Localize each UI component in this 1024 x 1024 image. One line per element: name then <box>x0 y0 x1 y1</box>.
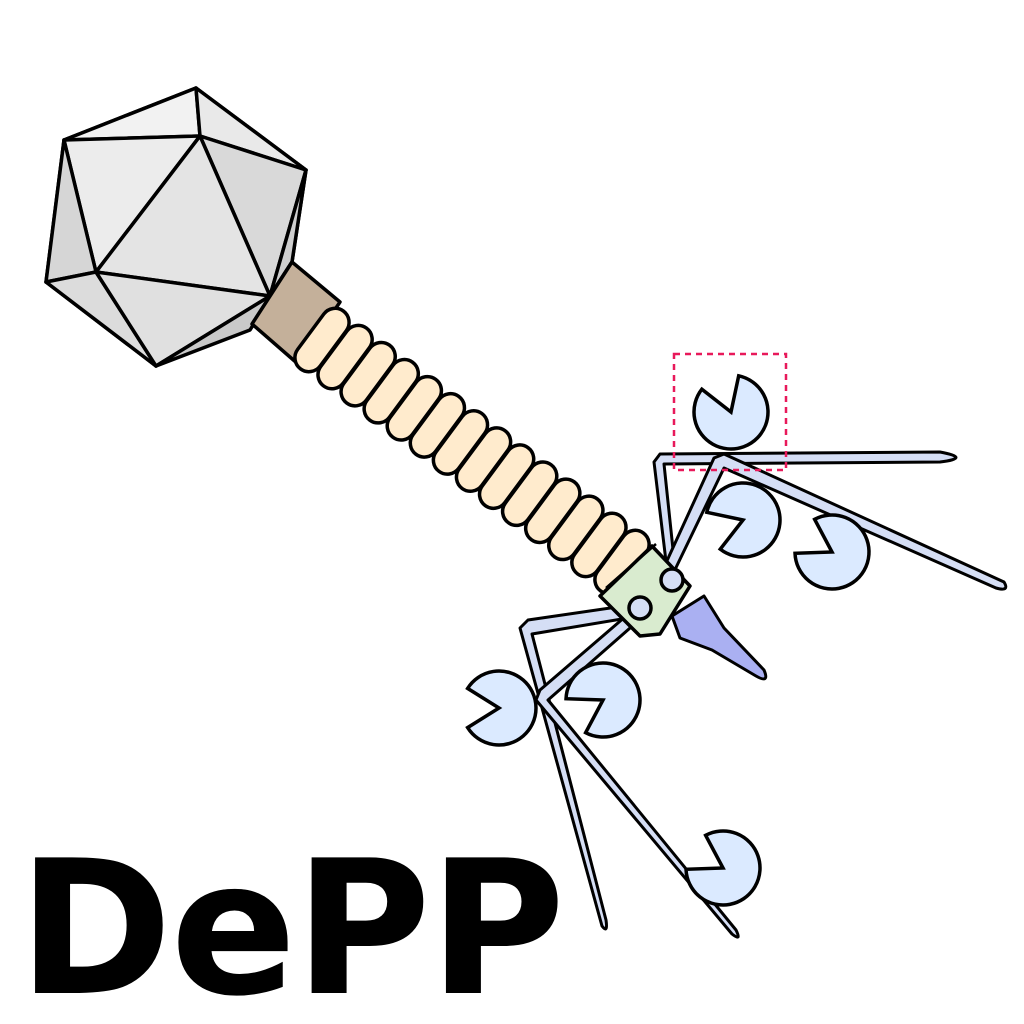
tail-fibers <box>518 450 1008 939</box>
depolymerase-domain <box>692 373 770 451</box>
depolymerase-domain <box>684 829 762 907</box>
collar <box>250 260 342 366</box>
baseplate-joint-lower <box>627 595 653 621</box>
tail-fiber-upper-a <box>652 450 958 580</box>
capsid-head <box>44 86 308 368</box>
depolymerase-domain <box>465 669 538 747</box>
tail-fiber-lower-b <box>534 602 740 939</box>
baseplate <box>598 543 692 638</box>
tail-fiber-upper-b <box>658 452 1008 591</box>
depolymerase-domain <box>564 661 642 739</box>
tail-sheath <box>293 306 651 596</box>
tail-spike <box>670 594 768 681</box>
highlight-box <box>672 352 788 472</box>
logo-wordmark: DePP <box>18 820 565 1024</box>
depolymerase-domains <box>465 373 871 907</box>
depolymerase-domain <box>704 481 782 559</box>
tail-fiber-lower-a <box>518 602 642 931</box>
baseplate-joint-upper <box>659 567 685 593</box>
depolymerase-domain <box>793 513 871 591</box>
